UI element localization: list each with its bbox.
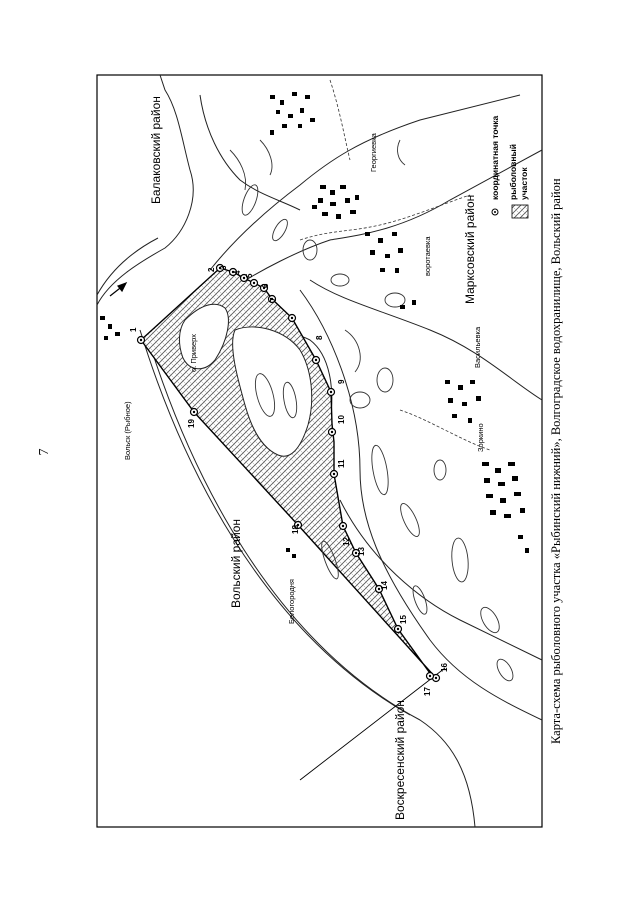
point-label-18: 18 [291,525,300,534]
point-marker [311,355,321,365]
point-label-2: 2 [207,267,216,272]
legend-area-swatch [511,204,529,219]
voskresensky-text: Воскресенский район [393,700,407,820]
point-label-8: 8 [315,335,324,340]
point-marker [374,584,384,594]
point-marker [189,407,199,417]
place-label-belogorodnya: Белогородня [287,579,296,624]
legend-area-label-1: рыболовный [508,144,518,200]
coordinate-points [136,263,441,683]
point-label-10: 10 [337,415,346,424]
river-banks [96,74,543,828]
point-marker [267,294,277,304]
district-label-volsky: Вольский район [229,519,243,608]
place-label-zorkino: Зоркино [476,423,485,452]
point-marker [215,263,225,273]
point-marker [329,469,339,479]
point-marker [326,387,336,397]
point-label-12: 12 [342,537,351,546]
point-label-5: 5 [245,273,254,278]
point-label-11: 11 [337,459,346,468]
place-label-island: о. Приверх [189,334,198,372]
legend-area-label-2: участок [519,167,529,200]
place-label-volsk: Вольск (Рыбное) [123,401,132,460]
point-label-7: 7 [269,297,278,302]
legend-point-label: координатная точка [490,115,500,200]
point-marker [327,427,337,437]
place-label-georgievka: Георгиевка [369,132,378,172]
point-label-16: 16 [440,663,449,672]
roads [299,79,491,451]
point-label-4: 4 [233,270,242,275]
district-label-voskresensky-1: Воскресенский район [393,700,407,820]
point-marker [425,671,435,681]
point-label-19: 19 [187,419,196,428]
district-label-balakovsky: Балаковский район [149,96,163,204]
point-marker [287,313,297,323]
district-boundary [299,667,446,781]
map-caption: Карта-схема рыболовного участка «Рыбинск… [549,178,563,744]
point-label-14: 14 [380,581,389,590]
shoals [229,139,514,682]
point-label-17: 17 [423,687,432,696]
district-label-marksovsky: Марксовский район [463,195,477,304]
island-priverkh [179,303,229,370]
place-label-vorotaevka: воротаевка [423,236,432,276]
point-marker [351,548,361,558]
legend: координатная точка рыболовный участок [490,115,529,219]
point-label-13: 13 [357,547,366,556]
point-marker [259,283,269,293]
point-marker [228,267,238,277]
place-label-vasilyevka: Васильевка [473,326,482,368]
point-label-15: 15 [399,615,408,624]
point-label-1: 1 [129,327,138,332]
point-label-6: 6 [261,283,270,288]
point-marker [239,273,249,283]
point-marker [338,521,348,531]
point-marker [136,335,146,345]
north-arrow-icon [109,281,128,297]
point-marker [249,278,259,288]
point-label-9: 9 [337,379,346,384]
point-label-3: 3 [219,265,228,270]
settlements [100,92,529,558]
point-marker [293,520,303,530]
point-marker [393,624,403,634]
